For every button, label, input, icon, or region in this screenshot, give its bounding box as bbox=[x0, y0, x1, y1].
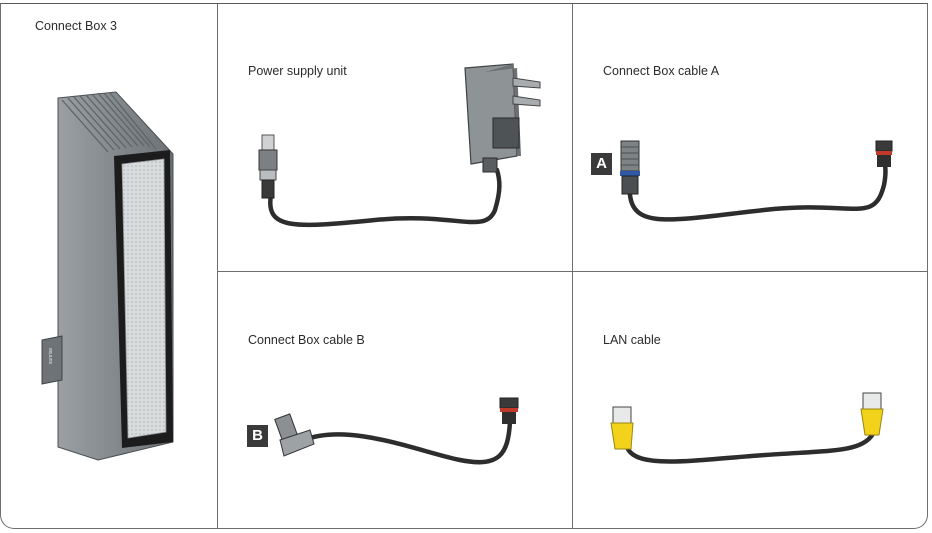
router-icon: sunrise bbox=[41, 91, 174, 461]
cable-a-label: Connect Box cable A bbox=[603, 64, 720, 78]
connect-box-label: Connect Box 3 bbox=[35, 19, 117, 33]
ethernet-cable-icon bbox=[610, 392, 884, 464]
divider bbox=[572, 4, 573, 529]
cable-a-badge: A bbox=[591, 153, 612, 175]
svg-text:sunrise: sunrise bbox=[48, 348, 54, 364]
package-contents-panel bbox=[0, 3, 928, 529]
cable-b-badge: B bbox=[247, 425, 268, 447]
power-adapter-icon bbox=[258, 63, 541, 228]
coax-cable-icon bbox=[620, 140, 893, 222]
power-supply-label: Power supply unit bbox=[248, 64, 347, 78]
lan-cable-label: LAN cable bbox=[603, 333, 661, 347]
divider bbox=[217, 4, 218, 529]
divider bbox=[218, 271, 928, 272]
coax-angled-cable-icon bbox=[274, 397, 519, 465]
cable-b-label: Connect Box cable B bbox=[248, 333, 365, 347]
